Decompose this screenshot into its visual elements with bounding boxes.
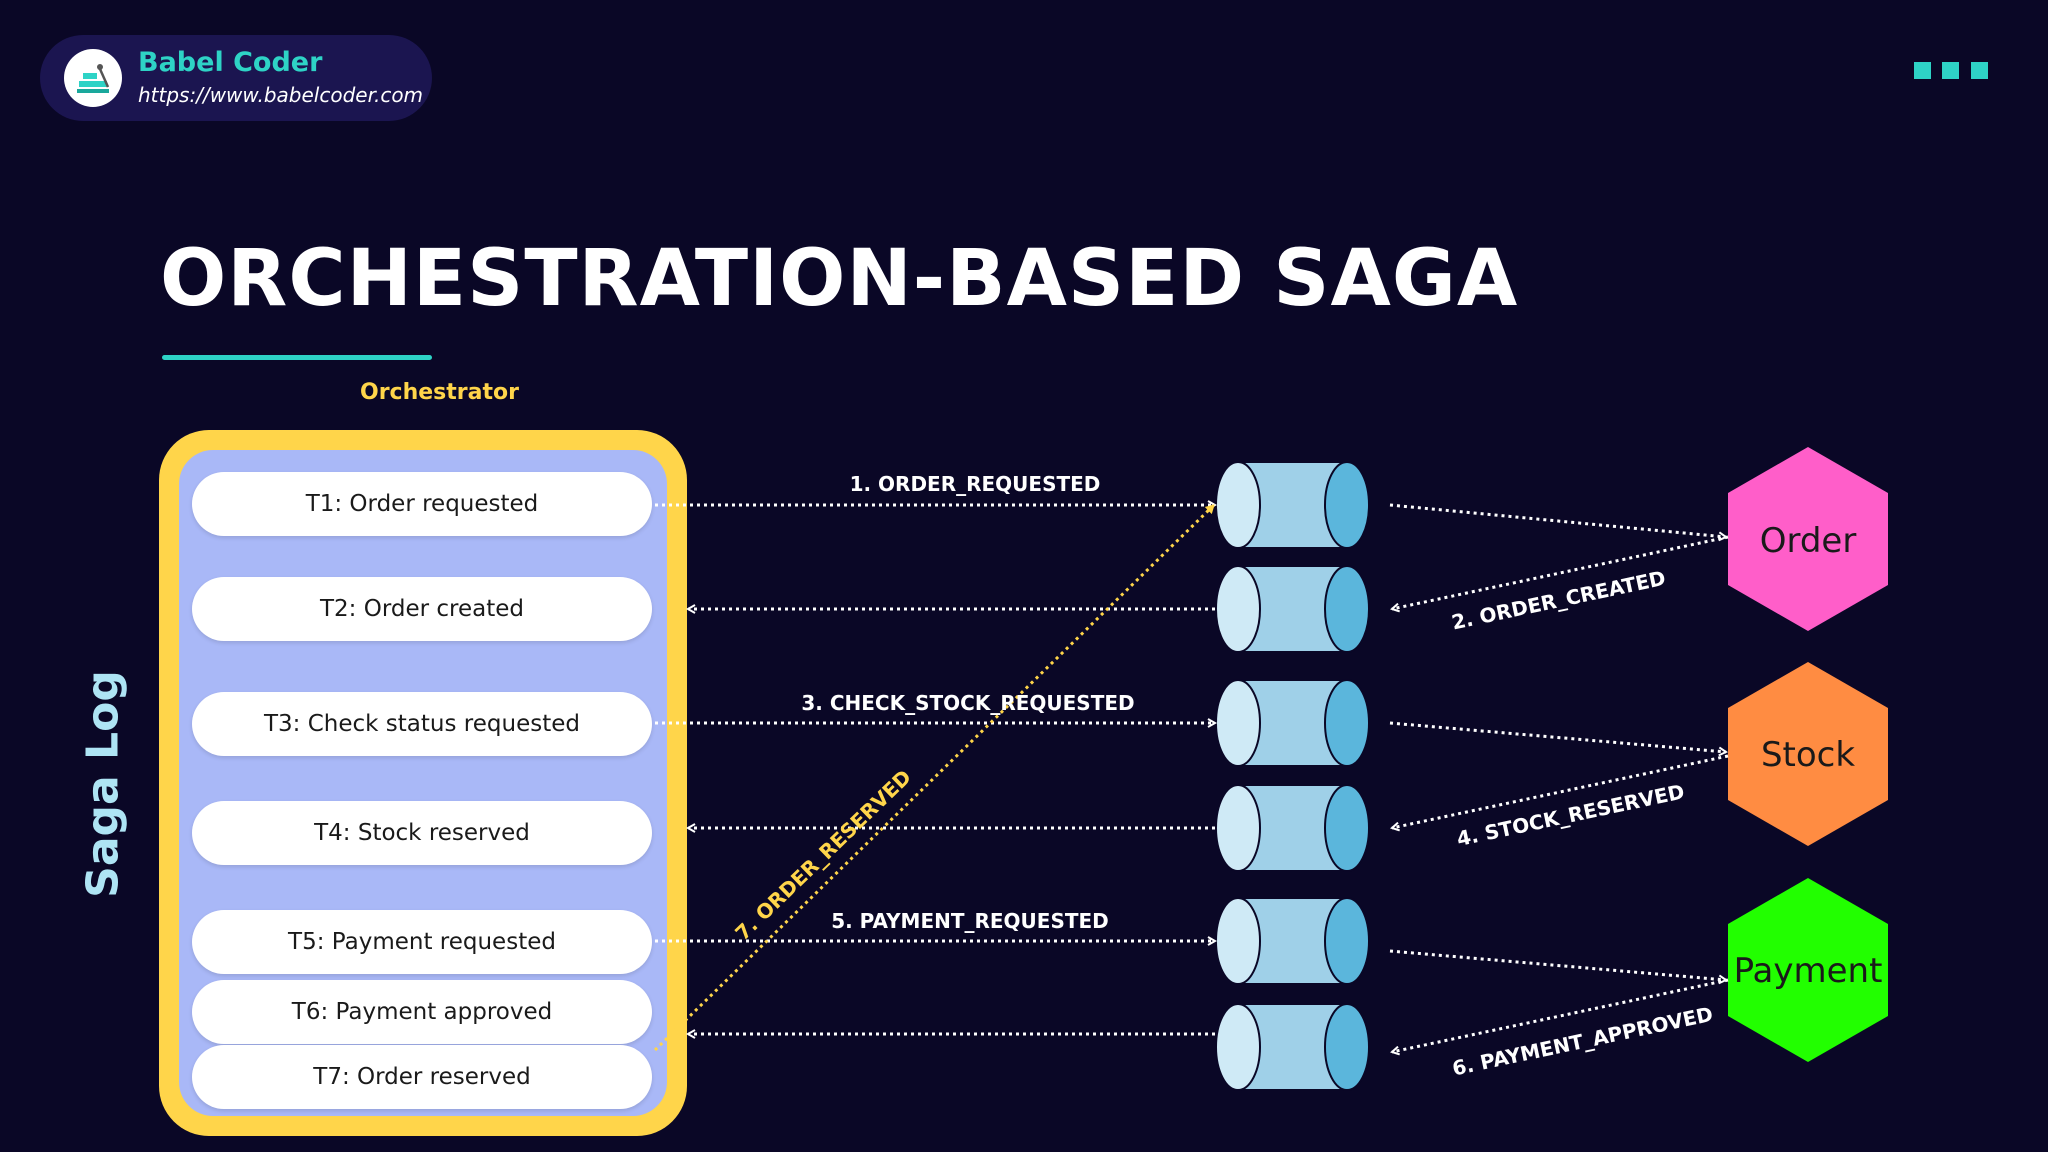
payment-service-label: Payment bbox=[1734, 951, 1883, 991]
arrow-order-to-queue bbox=[1392, 535, 1729, 609]
message-queue bbox=[1215, 461, 1370, 549]
brand-name: Babel Coder bbox=[138, 47, 323, 78]
slide-title: ORCHESTRATION-BASED SAGA bbox=[160, 234, 1519, 324]
saga-log-step: T4: Stock reserved bbox=[192, 801, 652, 865]
orchestrator-label: Orchestrator bbox=[360, 380, 519, 405]
saga-log-step: T2: Order created bbox=[192, 577, 652, 641]
saga-log-step: T7: Order reserved bbox=[192, 1045, 652, 1109]
saga-log-step: T5: Payment requested bbox=[192, 910, 652, 974]
arrow-queue-to-stock bbox=[1389, 721, 1726, 752]
brand-url[interactable]: https://www.babelcoder.com bbox=[138, 83, 424, 107]
arrow-queue-to-payment bbox=[1389, 949, 1726, 980]
message-queue bbox=[1215, 1003, 1370, 1091]
stock-service-label: Stock bbox=[1761, 735, 1855, 775]
title-underline bbox=[162, 355, 432, 360]
arrow-stock-to-queue bbox=[1392, 754, 1729, 828]
saga-log-step: T3: Check status requested bbox=[192, 692, 652, 756]
stock-service-hexagon bbox=[1728, 662, 1888, 846]
message-label: 2. ORDER_CREATED bbox=[1449, 566, 1667, 635]
arrow-payment-to-queue bbox=[1392, 978, 1729, 1052]
babel-coder-logo-icon bbox=[64, 49, 122, 107]
order-service-label: Order bbox=[1760, 521, 1857, 561]
arrow-order-reserved bbox=[653, 503, 1216, 1052]
three-dots-icon[interactable] bbox=[1914, 62, 1988, 79]
message-queue bbox=[1215, 784, 1370, 872]
brand-badge: Babel Coder https://www.babelcoder.com bbox=[40, 35, 432, 121]
message-queue bbox=[1215, 679, 1370, 767]
arrow-queue-to-order bbox=[1389, 503, 1726, 537]
message-queue bbox=[1215, 897, 1370, 985]
message-queue bbox=[1215, 565, 1370, 653]
saga-log-step: T1: Order requested bbox=[192, 472, 652, 536]
message-label: 3. CHECK_STOCK_REQUESTED bbox=[801, 691, 1134, 715]
message-label: 1. ORDER_REQUESTED bbox=[850, 472, 1101, 496]
message-label: 6. PAYMENT_APPROVED bbox=[1450, 1002, 1715, 1081]
message-label: 5. PAYMENT_REQUESTED bbox=[831, 909, 1109, 933]
order-service-hexagon bbox=[1728, 447, 1888, 631]
saga-log-step: T6: Payment approved bbox=[192, 980, 652, 1044]
payment-service-hexagon bbox=[1728, 878, 1888, 1062]
